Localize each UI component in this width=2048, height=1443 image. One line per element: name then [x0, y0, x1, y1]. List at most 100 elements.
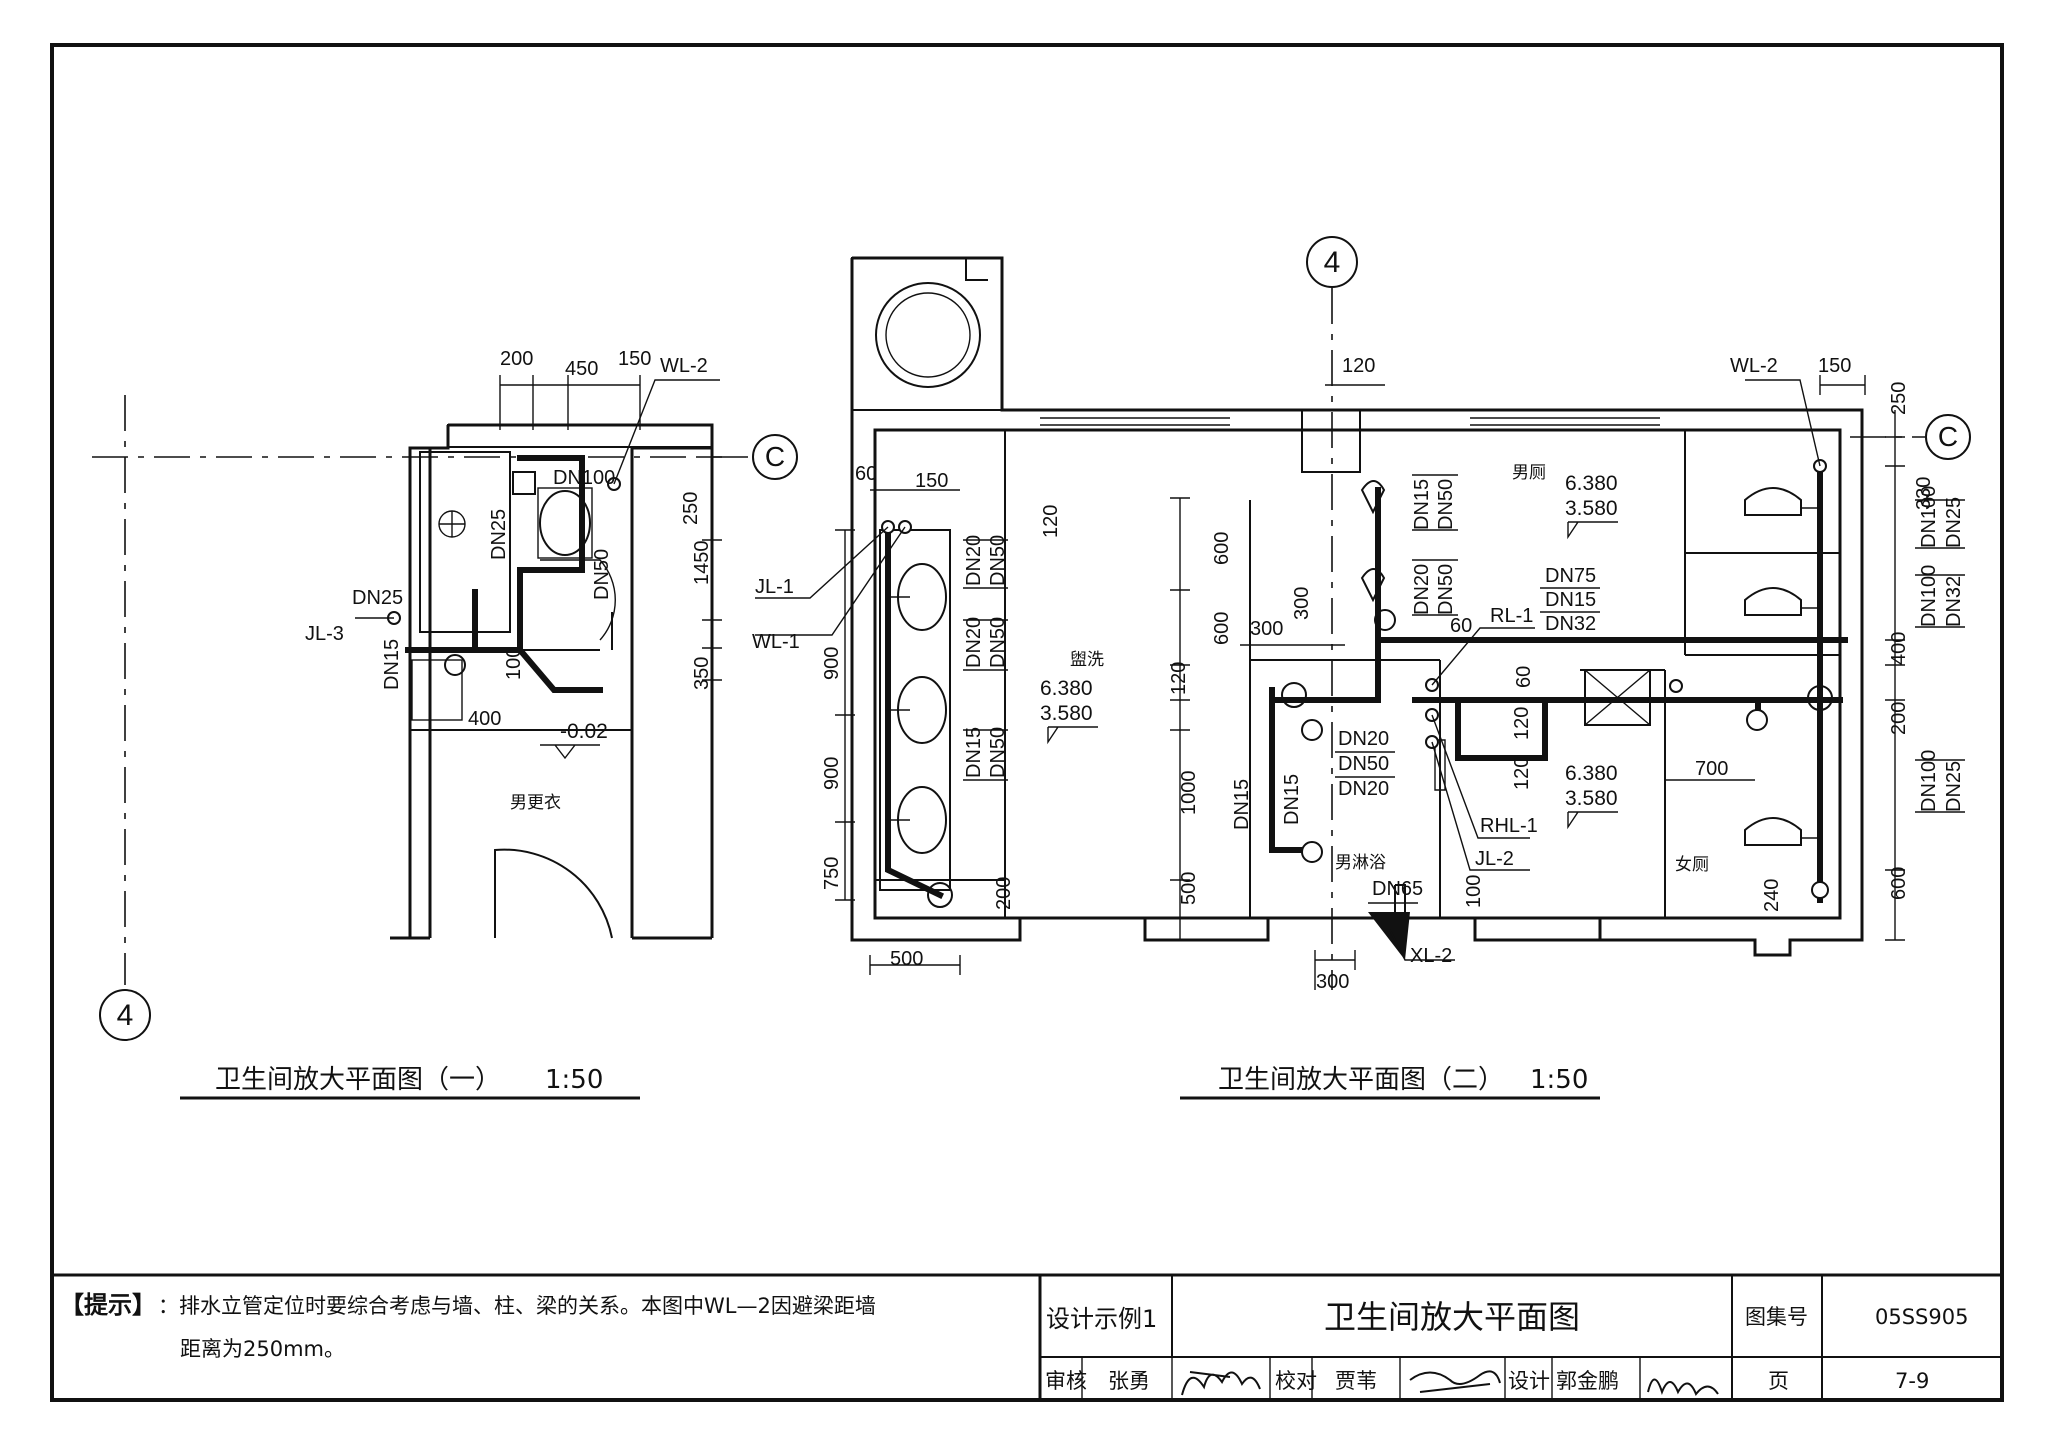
elev-women-bot: 3.580	[1565, 787, 1618, 810]
toilet-r2	[1744, 587, 1802, 616]
label-wash-3a: DN15	[963, 727, 985, 778]
note-line-1: ：排水立管定位时要综合考虑与墙、柱、梁的关系。本图中WL—2因避梁距墙	[158, 1294, 876, 1318]
signature-designer	[1647, 1378, 1719, 1396]
label-u1b: DN50	[1435, 479, 1457, 530]
label-dn25-v: DN25	[488, 509, 510, 560]
dim-200-w: 200	[993, 877, 1015, 910]
washer-notch	[965, 258, 988, 281]
right-dim-lines	[1819, 375, 1905, 941]
room-label-women: 女厕	[1675, 855, 1709, 875]
axis-label-4b: 4	[1324, 246, 1341, 279]
wash-supply-pipe	[885, 527, 945, 900]
dim-250-1: 250	[680, 492, 702, 525]
dim-400-r: 400	[1888, 632, 1910, 665]
right-stack-pipe	[1755, 463, 1823, 903]
door-arc-1a	[540, 559, 616, 641]
column-4	[1301, 409, 1361, 473]
plan-1-scale: 1:50	[545, 1065, 603, 1095]
axis-bubble-c2	[1925, 414, 1971, 460]
label-r2a: DN100	[1918, 565, 1940, 627]
label-dn65: DN65	[1372, 878, 1423, 900]
plan-1: C 4 WL-2 DN100 DN25 DN50 DN25 JL-3 DN	[92, 348, 798, 1100]
label-r3a: DN100	[1918, 750, 1940, 812]
dim-700: 700	[1695, 758, 1728, 780]
signature-reviewer	[1181, 1371, 1261, 1396]
room-label-men-toilet: 男厕	[1512, 463, 1546, 483]
right-dims: 150 250 330 400 200 600	[1818, 355, 1935, 941]
label-dn50-1: DN50	[591, 549, 613, 600]
elev-wash-mark	[1047, 726, 1098, 745]
dim-300-v: 300	[1291, 587, 1313, 620]
dim-120-w: 120	[1040, 505, 1062, 538]
dim-1000: 1000	[1178, 771, 1200, 816]
node-8	[1301, 719, 1323, 741]
dim-100-m: 100	[1463, 875, 1485, 908]
toilet-branches	[1801, 507, 1820, 839]
label-stack-a: DN75	[1545, 565, 1596, 587]
dim-120-top: 120	[1342, 355, 1375, 377]
label-dn15-1: DN15	[381, 639, 403, 690]
floor-drain-cross-1	[439, 511, 465, 537]
label-r3b: DN25	[1943, 761, 1965, 812]
dim-300-b: 300	[1316, 971, 1349, 993]
washer-box	[851, 257, 1003, 411]
elevation-1: -0.02	[560, 720, 608, 743]
leader-wl1	[755, 526, 906, 636]
toilet-bowl-1	[539, 490, 591, 556]
dim-100-1: 100	[503, 647, 525, 680]
dim-60-v: 60	[1513, 666, 1535, 688]
axis-bubble-c1	[752, 434, 798, 480]
dim-600-b: 600	[1211, 612, 1233, 645]
dim-120-c: 120	[1511, 707, 1533, 740]
wash-branches	[879, 567, 910, 880]
stack-right-3	[1811, 881, 1829, 899]
tb-atlas-label: 图集号	[1745, 1305, 1808, 1329]
elev-men-top: 6.380	[1565, 472, 1618, 495]
wall-top-cap-1	[447, 424, 713, 448]
label-wash-3b: DN50	[987, 727, 1009, 778]
node-7	[1301, 841, 1323, 863]
room-label-wash: 盥洗	[1070, 650, 1104, 670]
washer-drum-outer	[875, 282, 981, 388]
label-sh-b: DN50	[1338, 753, 1389, 775]
shower-label-lines	[1335, 751, 1395, 778]
tb-page-label: 页	[1768, 1369, 1789, 1393]
plan-2-scale: 1:50	[1530, 1065, 1588, 1095]
partition-wash	[875, 430, 1020, 919]
dim-500-b: 500	[1178, 872, 1200, 905]
label-r2b: DN32	[1943, 576, 1965, 627]
right-toilets	[1744, 487, 1820, 846]
dim-600-r: 600	[1888, 867, 1910, 900]
dim-300-a: 300	[1250, 618, 1283, 640]
elevation-mark-1	[540, 744, 600, 760]
label-sh-c: DN20	[1338, 778, 1389, 800]
elev-wash-bot: 3.580	[1040, 702, 1093, 725]
wash-cleanout	[927, 882, 953, 908]
node-6	[1746, 709, 1768, 731]
window-2	[1470, 409, 1660, 426]
window-1	[1040, 409, 1230, 426]
label-wash-1a: DN20	[963, 535, 985, 586]
label-sh-vert: DN15	[1281, 774, 1303, 825]
elev-women-top: 6.380	[1565, 762, 1618, 785]
valve-1	[444, 654, 466, 676]
dim-60-w: 60	[855, 463, 877, 485]
label-rl1: RL-1	[1490, 605, 1533, 627]
tb-reviewer: 张勇	[1108, 1369, 1150, 1393]
tb-example: 设计示例1	[1046, 1305, 1157, 1333]
label-stack-b: DN15	[1545, 589, 1596, 611]
dim-120-b: 120	[1168, 662, 1190, 695]
tb-drawing-title: 卫生间放大平面图	[1324, 1299, 1580, 1335]
tb-page-no: 7-9	[1895, 1369, 1929, 1393]
tb-atlas-no: 05SS905	[1875, 1305, 1968, 1329]
leader-jl1	[755, 526, 889, 599]
tb-check-label: 校对	[1275, 1369, 1317, 1393]
wash-dims: 60 150 120 900 900 750 200 500	[821, 463, 1062, 975]
dim-450-1: 450	[565, 358, 598, 380]
dim-400-1: 400	[468, 708, 501, 730]
tb-designer: 郭金鹏	[1556, 1369, 1619, 1393]
label-wl2-1: WL-2	[660, 355, 708, 377]
plan-2: 4 C	[752, 236, 1971, 1100]
mid-dims: 120 600 600 300 300 60 60 120 1000 500 1…	[1168, 355, 1783, 993]
sheet-border	[50, 43, 2004, 1402]
